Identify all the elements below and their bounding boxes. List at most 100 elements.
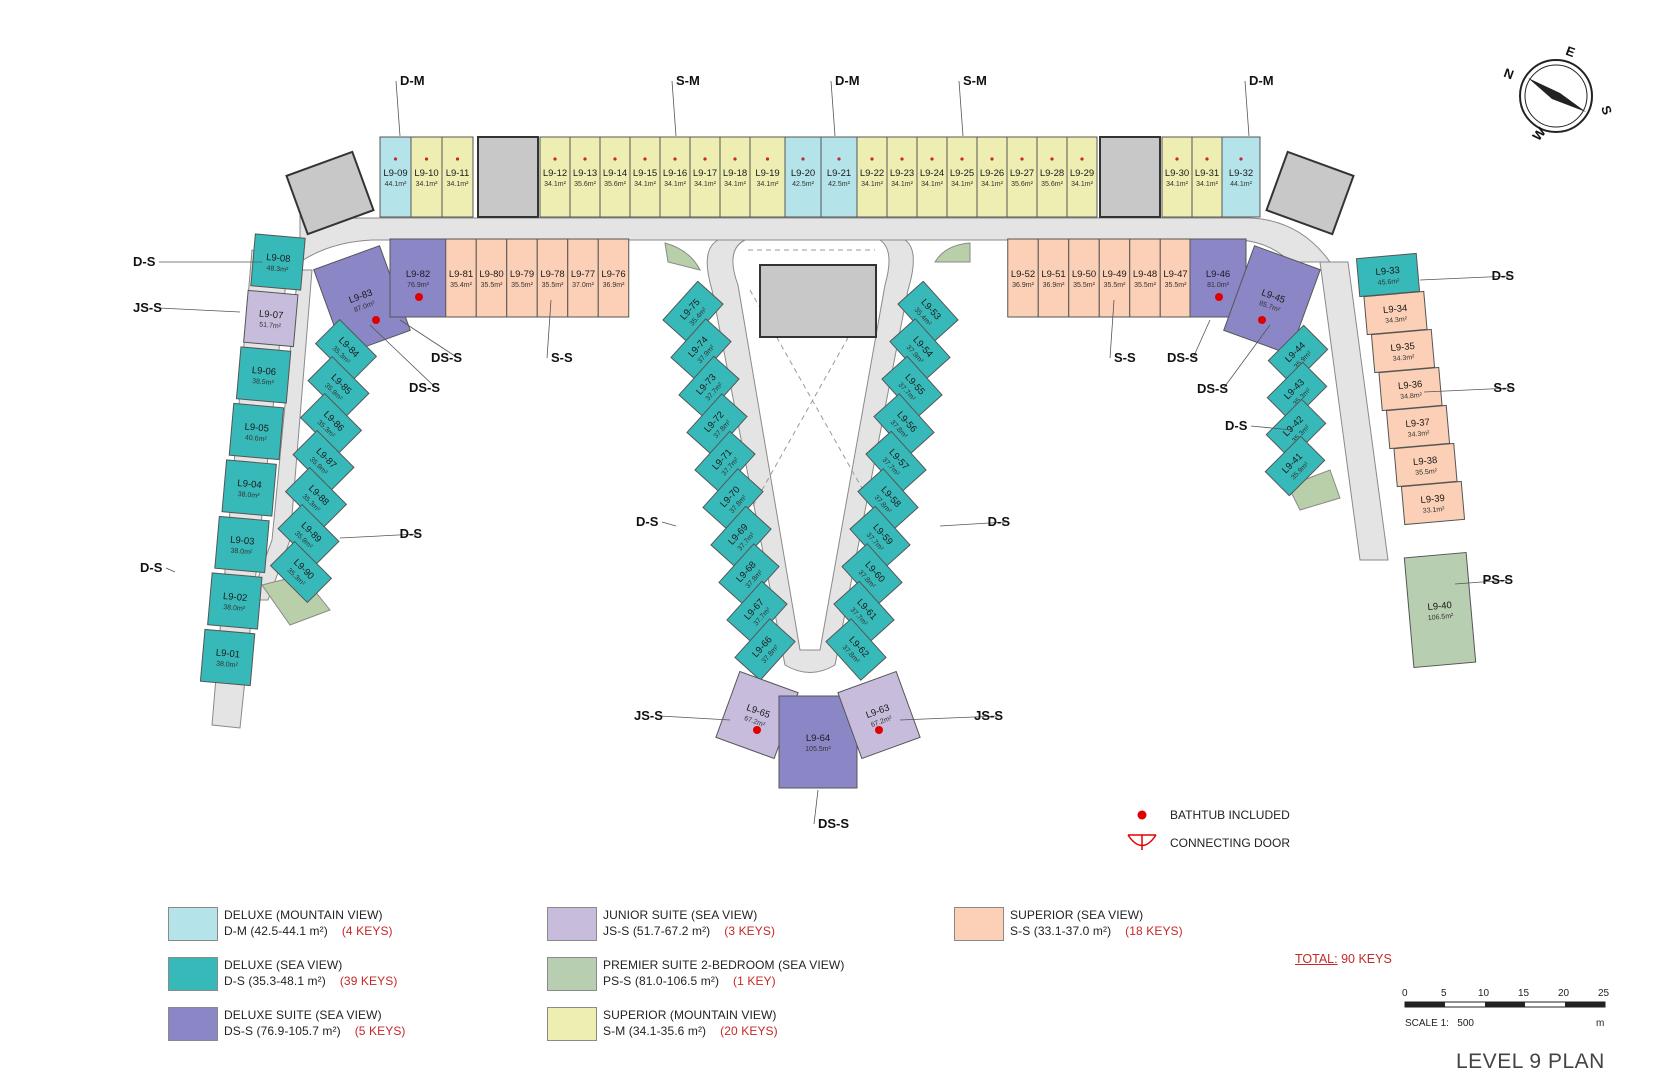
callout-leader [1109, 299, 1115, 359]
unit-area: 34.1m² [694, 181, 716, 188]
door-marker [424, 157, 429, 161]
callout-leader [1244, 80, 1250, 137]
unit-id: L9-33 [1375, 265, 1400, 278]
unit-id: L9-19 [755, 168, 779, 179]
scale-tick: 5 [1441, 988, 1447, 999]
unit-area: 35.5m² [1415, 468, 1438, 477]
legend-item-s-s: SUPERIOR (SEA VIEW) S-S (33.1-37.0 m²)(1… [954, 907, 1183, 941]
unit-id: L9-31 [1195, 168, 1219, 179]
callout-label: S-S [551, 350, 573, 365]
door-marker [583, 157, 587, 161]
unit-id: L9-82 [406, 269, 430, 280]
callout-leader [899, 715, 1000, 721]
unit-area: 38.0m² [223, 604, 246, 613]
callout-leader [1419, 275, 1511, 281]
unit-area: 36.9m² [1012, 282, 1034, 289]
unit-area: 37.0m² [572, 282, 594, 289]
unit-shape [1264, 435, 1326, 497]
unit-area: 35.5m² [511, 282, 533, 289]
connecting-door-note: CONNECTING DOOR [1170, 836, 1290, 850]
door-marker [643, 157, 647, 161]
callout-leader [165, 567, 176, 573]
legend-keys: (18 KEYS) [1125, 924, 1183, 938]
unit-id: L9-02 [223, 591, 248, 604]
callout-label: D-M [400, 73, 425, 88]
unit-id: L9-81 [449, 269, 473, 280]
legend-swatch [547, 1007, 597, 1041]
unit-shape [1129, 238, 1161, 318]
door-marker [930, 157, 934, 161]
legend-keys: (39 KEYS) [339, 974, 398, 988]
callout-label: D-S [400, 526, 423, 541]
unit-shape [1161, 136, 1193, 218]
legend-code: D-M (42.5-44.1 m²) [224, 924, 328, 938]
unit-shape [1363, 290, 1428, 336]
cores [285, 136, 1355, 338]
unit-shape [1007, 238, 1039, 318]
door-marker [1175, 157, 1179, 161]
unit-id: L9-05 [244, 421, 269, 434]
unit-area: 35.6m² [604, 181, 626, 188]
stair-core [477, 136, 539, 218]
unit-id: L9-25 [950, 168, 974, 179]
unit-l9-77: L9-77 37.0m² [567, 238, 599, 318]
unit-shape [389, 238, 447, 318]
scale-tick: 10 [1478, 988, 1490, 999]
callout-leader [395, 80, 401, 137]
unit-area: 105.5m² [805, 746, 831, 753]
unit-area: 34.1m² [1166, 181, 1188, 188]
unit-shape [1223, 245, 1321, 355]
planter [664, 242, 701, 271]
callout-label: D-S [1492, 268, 1515, 283]
unit-shape [221, 459, 277, 517]
unit-area: 38.5m² [252, 378, 275, 387]
callout-leader [339, 533, 419, 539]
callout-label: S-S [1114, 350, 1136, 365]
callout-label: D-S [133, 254, 156, 269]
unit-shape [784, 136, 822, 218]
door-marker [553, 157, 557, 161]
unit-id: L9-06 [251, 365, 276, 378]
bathtub-marker [875, 726, 883, 734]
unit-shape [825, 618, 887, 681]
unit-shape [1066, 136, 1098, 218]
callout-label: DS-S [1167, 350, 1198, 365]
callout-leader [1454, 579, 1510, 585]
legend-name: JUNIOR SUITE (SEA VIEW) [603, 908, 758, 922]
unit-area: 35.5m² [481, 282, 503, 289]
compass: N E S W [1502, 43, 1615, 143]
unit-id: L9-77 [571, 269, 595, 280]
unit-shape [1370, 328, 1436, 374]
unit-area: 38.0m² [237, 491, 260, 500]
bathtub-note: BATHTUB INCLUDED [1170, 808, 1290, 822]
callout-leader [1250, 425, 1293, 431]
unit-area: 34.1m² [891, 181, 913, 188]
unit-area: 35.5m² [1104, 282, 1126, 289]
planter [1287, 469, 1341, 511]
legend-keys: (4 KEYS) [341, 924, 393, 938]
